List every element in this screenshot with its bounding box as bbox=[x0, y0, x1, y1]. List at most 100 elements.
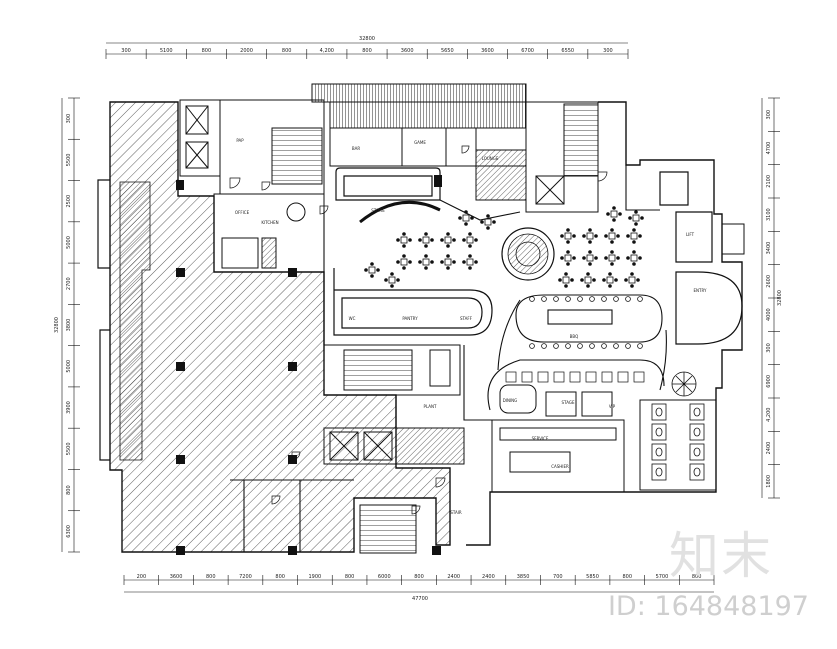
dim-segment: 300 bbox=[121, 48, 131, 54]
room-label: CASHIER bbox=[551, 464, 569, 469]
chair bbox=[424, 266, 428, 270]
door-swing bbox=[271, 495, 281, 505]
stool bbox=[601, 296, 607, 302]
chair bbox=[604, 234, 608, 238]
chair bbox=[586, 272, 590, 276]
door-swing bbox=[229, 177, 241, 189]
toilet bbox=[693, 447, 701, 457]
chair bbox=[430, 238, 434, 242]
booth-seat bbox=[601, 371, 613, 383]
chair bbox=[384, 278, 388, 282]
bar-counters bbox=[333, 167, 743, 345]
booth-seat bbox=[537, 371, 549, 383]
stool bbox=[529, 296, 535, 302]
dim-segment: 1900 bbox=[309, 574, 322, 580]
chair bbox=[580, 278, 584, 282]
door-swing bbox=[319, 205, 329, 215]
dim-segment: 300 bbox=[66, 114, 72, 124]
dim-segment: 800 bbox=[282, 48, 292, 54]
stool bbox=[589, 296, 595, 302]
booth-seat bbox=[521, 371, 533, 383]
chair bbox=[632, 250, 636, 254]
booth-seat bbox=[505, 371, 517, 383]
table bbox=[368, 266, 376, 274]
chair bbox=[446, 266, 450, 270]
west-facade-notches bbox=[97, 179, 110, 461]
top-total-dim: 32800 bbox=[359, 36, 375, 42]
table bbox=[584, 276, 592, 284]
room-label: PANTRY bbox=[402, 316, 418, 321]
room-label: PLANT bbox=[424, 404, 437, 409]
door-swings bbox=[229, 145, 608, 515]
chair bbox=[418, 238, 422, 242]
door-swing bbox=[411, 505, 421, 515]
spiral-stair bbox=[671, 371, 697, 397]
dim-segment: 5000 bbox=[66, 360, 72, 373]
dim-segment: 300 bbox=[766, 110, 772, 120]
toilet bbox=[693, 427, 701, 437]
table bbox=[444, 236, 452, 244]
table bbox=[562, 276, 570, 284]
room-label: LIFT bbox=[686, 232, 695, 237]
kitchen-block bbox=[491, 384, 717, 493]
table bbox=[586, 232, 594, 240]
chair bbox=[474, 238, 478, 242]
chair bbox=[464, 222, 468, 226]
chair bbox=[610, 250, 614, 254]
stool bbox=[565, 343, 571, 349]
table-groups bbox=[364, 206, 645, 383]
room-label: VIP bbox=[609, 404, 616, 409]
table bbox=[628, 276, 636, 284]
chair bbox=[602, 278, 606, 282]
stool bbox=[541, 343, 547, 349]
bottom-total-dim: 47700 bbox=[412, 596, 428, 602]
chair bbox=[566, 240, 570, 244]
room-label: PAP bbox=[236, 138, 244, 143]
table bbox=[630, 232, 638, 240]
chair bbox=[588, 228, 592, 232]
chair bbox=[376, 268, 380, 272]
chair bbox=[462, 238, 466, 242]
round-feature bbox=[501, 227, 555, 281]
chair bbox=[614, 278, 618, 282]
dim-segment: 3100 bbox=[766, 208, 772, 221]
dim-segment: 6700 bbox=[521, 48, 534, 54]
dim-segment: 2400 bbox=[482, 574, 495, 580]
stool bbox=[589, 343, 595, 349]
chair bbox=[566, 228, 570, 232]
chair bbox=[586, 284, 590, 288]
room-label: STAGE bbox=[562, 400, 575, 405]
room-label: BBQ bbox=[570, 334, 579, 339]
table bbox=[608, 254, 616, 262]
chair bbox=[402, 244, 406, 248]
stool bbox=[613, 343, 619, 349]
table bbox=[610, 210, 618, 218]
dimension-ticks bbox=[68, 49, 780, 585]
chair bbox=[588, 262, 592, 266]
dimension-lines bbox=[61, 42, 775, 593]
chair bbox=[424, 254, 428, 258]
stool bbox=[637, 343, 643, 349]
dim-segment: 800 bbox=[206, 574, 216, 580]
room-label: STAFF bbox=[460, 316, 473, 321]
dim-segment: 4700 bbox=[766, 142, 772, 155]
dim-segment: 5100 bbox=[160, 48, 173, 54]
dim-segment: 4,200 bbox=[320, 48, 334, 54]
chair bbox=[560, 256, 564, 260]
chair bbox=[446, 232, 450, 236]
table bbox=[564, 232, 572, 240]
dim-segment: 2600 bbox=[766, 275, 772, 288]
chair bbox=[630, 272, 634, 276]
dim-segment: 800 bbox=[692, 574, 702, 580]
chair bbox=[446, 244, 450, 248]
middle-core bbox=[323, 344, 465, 554]
chair bbox=[606, 212, 610, 216]
stool bbox=[625, 296, 631, 302]
chair bbox=[458, 216, 462, 220]
table bbox=[606, 276, 614, 284]
wc-stall bbox=[651, 463, 667, 481]
room-label: OFFICE bbox=[235, 210, 250, 215]
chair bbox=[572, 256, 576, 260]
table bbox=[484, 218, 492, 226]
room-label: KITCHEN bbox=[261, 220, 278, 225]
